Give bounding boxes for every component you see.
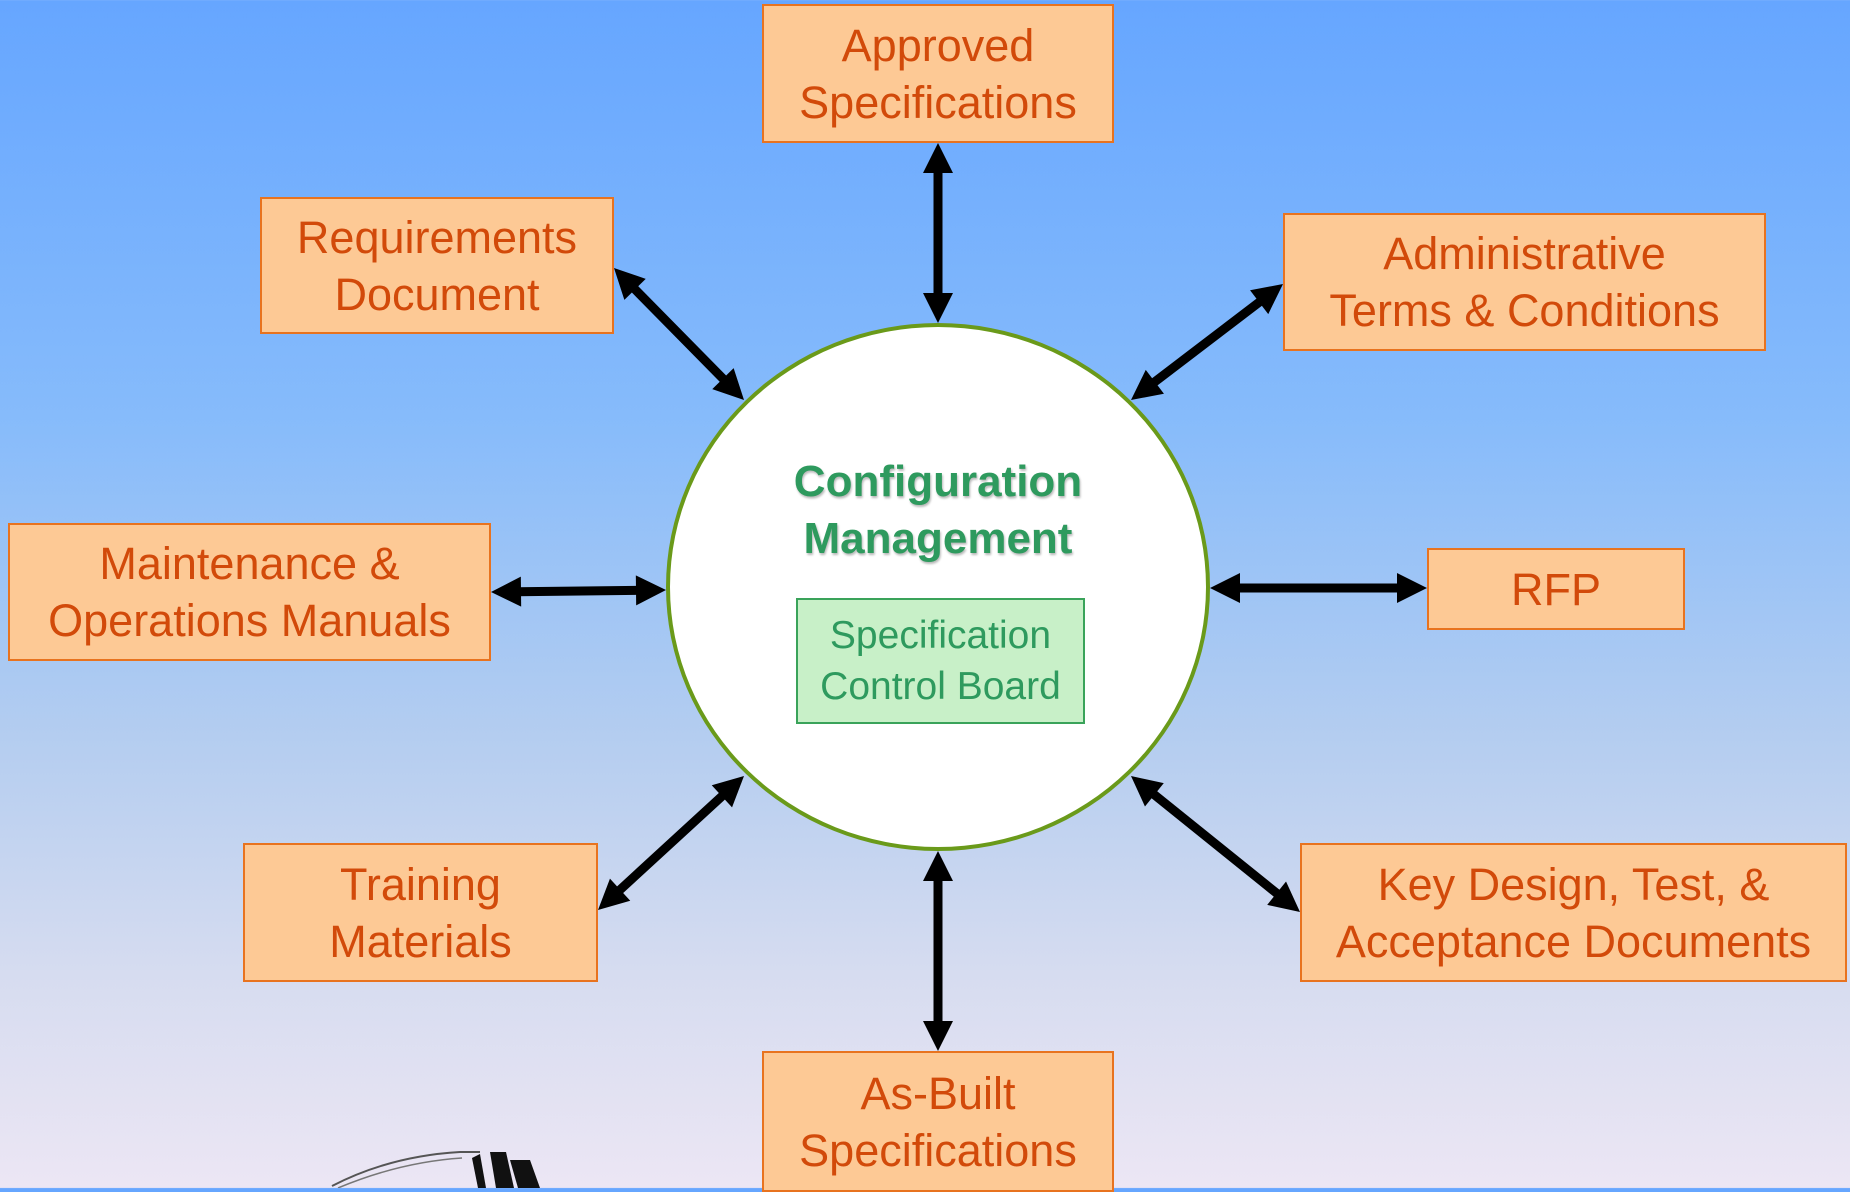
node-label-line: Training — [340, 858, 501, 910]
arrow-shaft — [516, 585, 641, 597]
arrowhead — [1210, 573, 1240, 603]
node-label-line: RFP — [1511, 563, 1601, 615]
arrow-shaft — [1148, 296, 1266, 388]
arrow-approved-specifications — [923, 143, 953, 323]
specification-control-board-box: Specification Control Board — [796, 598, 1085, 724]
arrowhead — [1397, 573, 1427, 603]
arrow-shaft — [629, 283, 729, 385]
arrow-shaft — [614, 790, 728, 896]
node-administrative-terms: Administrative Terms & Conditions — [1283, 213, 1766, 351]
arrowhead — [923, 851, 953, 881]
hub-title: Configuration Management — [670, 453, 1206, 567]
arrowhead — [712, 368, 744, 400]
node-label-line: Document — [334, 268, 540, 320]
hub-title-line: Management — [803, 514, 1073, 563]
node-requirements-document: Requirements Document — [260, 197, 614, 334]
node-label-line: Requirements — [296, 211, 578, 263]
arrowhead — [923, 1021, 953, 1051]
hub-title-line: Configuration — [793, 457, 1083, 506]
node-label-line: Administrative — [1383, 228, 1666, 279]
node-label-line: Terms & Conditions — [1329, 285, 1720, 336]
node-label-line: Approved — [841, 19, 1035, 71]
node-as-built-specifications: As-Built Specifications — [762, 1051, 1114, 1192]
node-maintenance-manuals: Maintenance & Operations Manuals — [8, 523, 491, 661]
node-label-line: As-Built — [860, 1067, 1016, 1119]
arrow-training-materials — [598, 776, 744, 910]
node-label-line: Maintenance & — [99, 538, 400, 589]
train-logo-icon — [331, 1151, 540, 1188]
sub-label-line: Control Board — [820, 665, 1061, 708]
arrow-layer — [491, 143, 1427, 1051]
node-label-line: Specifications — [799, 76, 1077, 128]
node-training-materials: Training Materials — [243, 843, 598, 982]
node-approved-specifications: Approved Specifications — [762, 4, 1114, 143]
arrowhead — [614, 268, 646, 300]
arrow-administrative-terms — [1131, 284, 1283, 400]
arrowhead — [598, 878, 631, 910]
arrow-maintenance-manuals — [491, 575, 666, 607]
arrowhead — [923, 143, 953, 173]
arrowhead — [1131, 776, 1164, 807]
node-rfp: RFP — [1427, 548, 1685, 630]
node-label-line: Materials — [329, 915, 512, 967]
arrow-requirements-document — [614, 268, 744, 400]
node-label-line: Operations Manuals — [48, 595, 451, 646]
arrowhead — [1131, 369, 1164, 400]
arrow-rfp — [1210, 573, 1427, 603]
node-key-design-documents: Key Design, Test, & Acceptance Documents — [1300, 843, 1847, 982]
sub-label-line: Specification — [829, 614, 1052, 657]
arrowhead — [635, 575, 666, 606]
node-label-line: Key Design, Test, & — [1377, 858, 1770, 910]
configuration-management-hub: Configuration Management Specification C… — [666, 323, 1210, 851]
arrowhead — [1250, 284, 1283, 315]
node-label-line: Specifications — [799, 1124, 1077, 1176]
arrow-key-design-documents — [1131, 776, 1300, 912]
arrowhead — [923, 293, 953, 323]
arrowhead — [491, 576, 522, 607]
arrow-shaft — [1148, 788, 1283, 900]
node-label-line: Acceptance Documents — [1335, 915, 1812, 967]
arrowhead — [1267, 881, 1300, 912]
arrow-as-built-specifications — [923, 851, 953, 1051]
arrowhead — [711, 776, 744, 808]
